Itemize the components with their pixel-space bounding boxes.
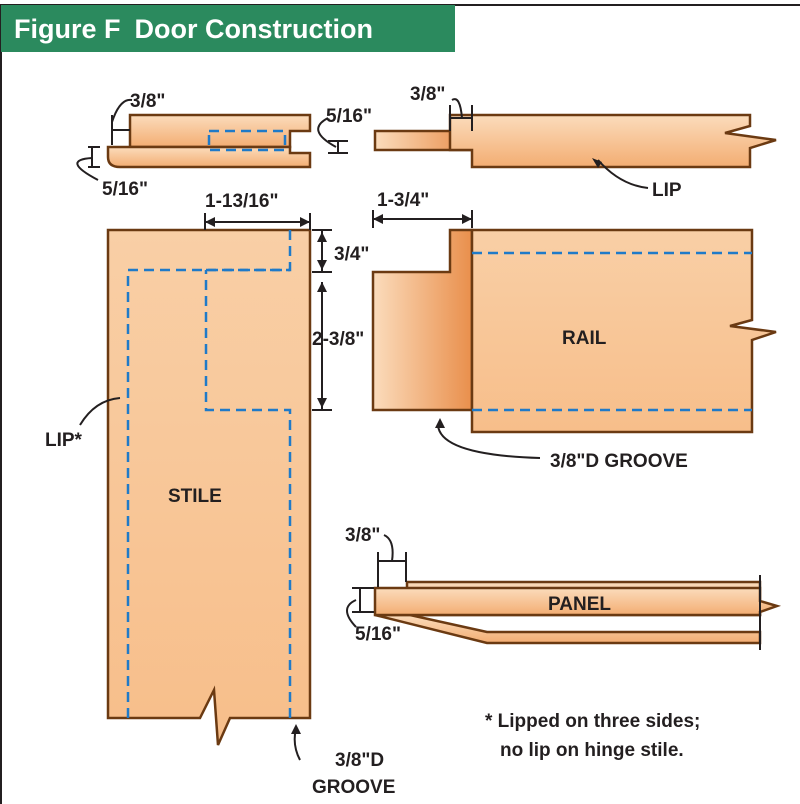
dim-panel-side: 5/16" xyxy=(355,624,401,645)
stile-groove-label-1: 3/8"D xyxy=(335,750,384,771)
title-band xyxy=(1,5,455,52)
panel: 3/8" 5/16" PANEL xyxy=(345,525,782,650)
footnote-line-1: * Lipped on three sides; xyxy=(485,711,700,732)
panel-label: PANEL xyxy=(548,594,611,615)
dim-top-left-top: 3/8" xyxy=(130,91,165,112)
stile: 1-13/16" 3/4" 2-3/8" LIP* STILE 3/8"D GR… xyxy=(45,191,395,798)
dim-panel-top: 3/8" xyxy=(345,525,380,546)
rail-edge-profile: 3/8" LIP xyxy=(373,84,777,201)
rail-groove-label: 3/8"D GROOVE xyxy=(550,451,688,472)
dim-rail-tenon-length: 1-3/4" xyxy=(377,190,429,211)
stile-lip-label: LIP* xyxy=(45,430,83,451)
stile-label: STILE xyxy=(168,486,222,507)
lip-label: LIP xyxy=(652,180,682,201)
footnote-line-2: no lip on hinge stile. xyxy=(500,740,684,761)
rail-label: RAIL xyxy=(562,328,607,349)
stile-groove-label-2: GROOVE xyxy=(312,777,395,798)
dim-rail-tenon: 3/8" xyxy=(410,84,445,105)
rail: 1-3/4" RAIL 3/8"D GROOVE xyxy=(371,190,777,472)
dim-top-left-bottom: 5/16" xyxy=(102,179,148,200)
dim-stile-mortise: 2-3/8" xyxy=(312,329,364,350)
dim-stile-top: 3/4" xyxy=(334,244,369,265)
stile-edge-profile: 3/8" 5/16" 5/16" xyxy=(76,91,372,200)
dim-stile-width: 1-13/16" xyxy=(205,191,278,212)
dim-top-left-groove: 5/16" xyxy=(326,106,372,127)
